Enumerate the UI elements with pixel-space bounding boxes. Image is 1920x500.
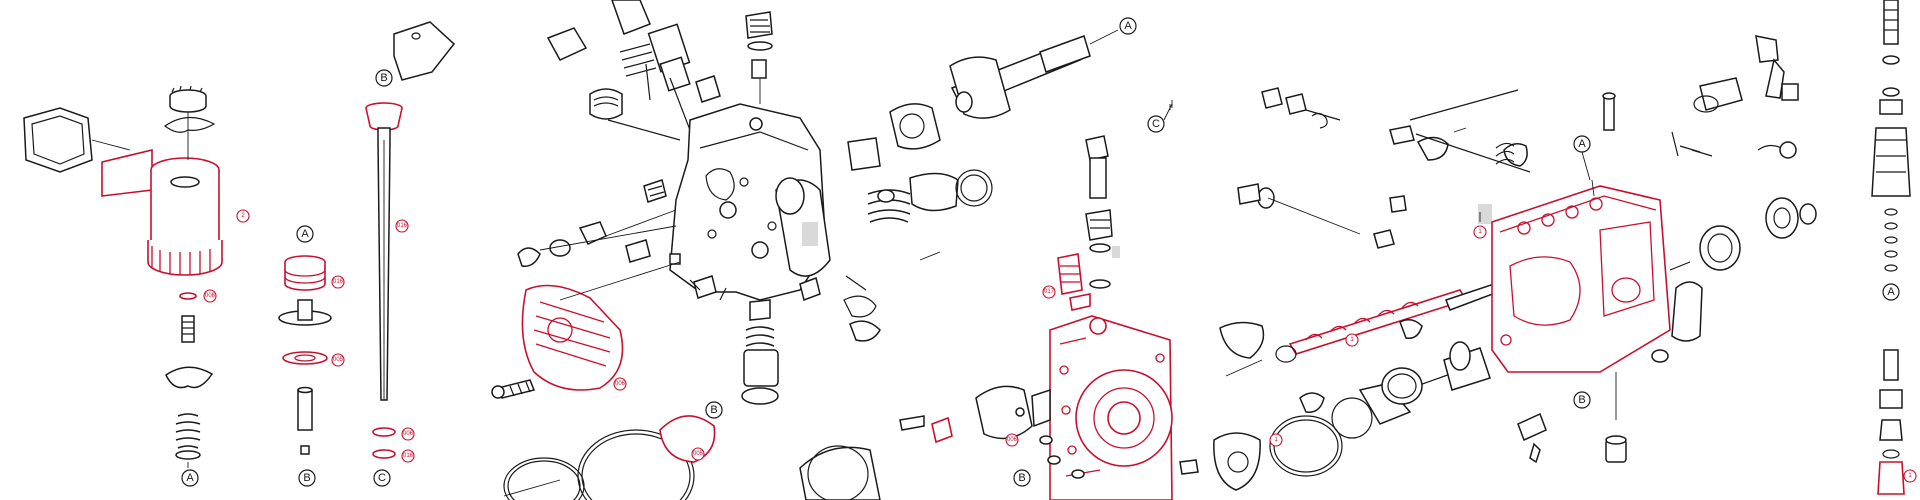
svg-text:A: A [1887, 286, 1895, 298]
governor-parts: 1 B [1179, 341, 1627, 491]
armature-stack: 006 [165, 289, 217, 468]
pressure-valve [1085, 135, 1120, 289]
part-number-badge: 2 [236, 209, 250, 223]
drive-shaft: A [847, 17, 1137, 223]
svg-text:016: 016 [333, 279, 344, 285]
svg-text:A: A [1578, 138, 1586, 150]
solenoid-body [101, 148, 223, 276]
svg-text:A: A [1124, 20, 1132, 32]
svg-text:B: B [1018, 472, 1025, 484]
svg-text:017: 017 [1044, 289, 1055, 295]
gear-cap [163, 85, 216, 160]
pump-bottom-parts [689, 275, 881, 405]
svg-text:A: A [186, 472, 194, 484]
svg-text:A: A [301, 228, 309, 240]
svg-text:B: B [710, 404, 717, 416]
placeholder-block [1478, 204, 1492, 224]
svg-text:1: 1 [1274, 437, 1278, 443]
placeholder-block [802, 222, 818, 246]
svg-text:C: C [1152, 118, 1160, 130]
section-inline-pump: A 1 1 [1179, 35, 1817, 491]
callout-1-badge: 1 [1473, 225, 1487, 239]
cylinder-cap [393, 21, 456, 81]
engine-pump-block [1491, 185, 1671, 373]
red-fitting: 017 [1042, 253, 1091, 311]
section-high-pressure-pump: 006 005 B A [491, 0, 1137, 500]
screw-plug [745, 11, 773, 104]
svg-text:016: 016 [397, 223, 408, 229]
upper-small-parts: A [1237, 35, 1799, 249]
svg-text:006: 006 [205, 293, 216, 299]
pump-top-parts [546, 0, 721, 141]
svg-text:006: 006 [615, 381, 626, 387]
pump-body-housing [1049, 315, 1173, 500]
svg-text:1: 1 [1478, 229, 1482, 235]
valve-column: A 016 005 B [278, 225, 345, 487]
svg-text:005: 005 [333, 357, 344, 363]
regulator-valve: B 006 [799, 385, 1085, 500]
callout-A: A [181, 469, 199, 487]
camshaft-assembly: 1 [1219, 283, 1500, 377]
seal-rings: 005 B [503, 401, 723, 500]
svg-text:1: 1 [1908, 473, 1912, 479]
section-pump-body: C 017 [799, 100, 1173, 500]
section-right-column: A 1 [1871, 0, 1917, 495]
svg-text:B: B [303, 472, 310, 484]
reference-marks [919, 104, 1467, 261]
connector-housing [23, 107, 131, 173]
svg-text:016: 016 [403, 453, 414, 459]
svg-text:006: 006 [403, 431, 414, 437]
svg-text:2: 2 [241, 213, 245, 219]
svg-text:C: C [378, 472, 386, 484]
bolt-icon [491, 379, 536, 399]
section-injector-valve: 2 006 A A 016 [23, 21, 456, 487]
right-flanges [1651, 197, 1817, 363]
front-cover-plate: 006 [521, 261, 681, 391]
svg-text:005: 005 [693, 451, 704, 457]
pump-housing [669, 103, 831, 301]
injector-nozzle: B 016 006 016 C [365, 69, 415, 487]
svg-text:1: 1 [1350, 337, 1354, 343]
svg-text:B: B [1578, 394, 1585, 406]
pump-fittings-left [517, 179, 717, 299]
svg-text:006: 006 [1007, 437, 1018, 443]
svg-text:B: B [380, 72, 387, 84]
